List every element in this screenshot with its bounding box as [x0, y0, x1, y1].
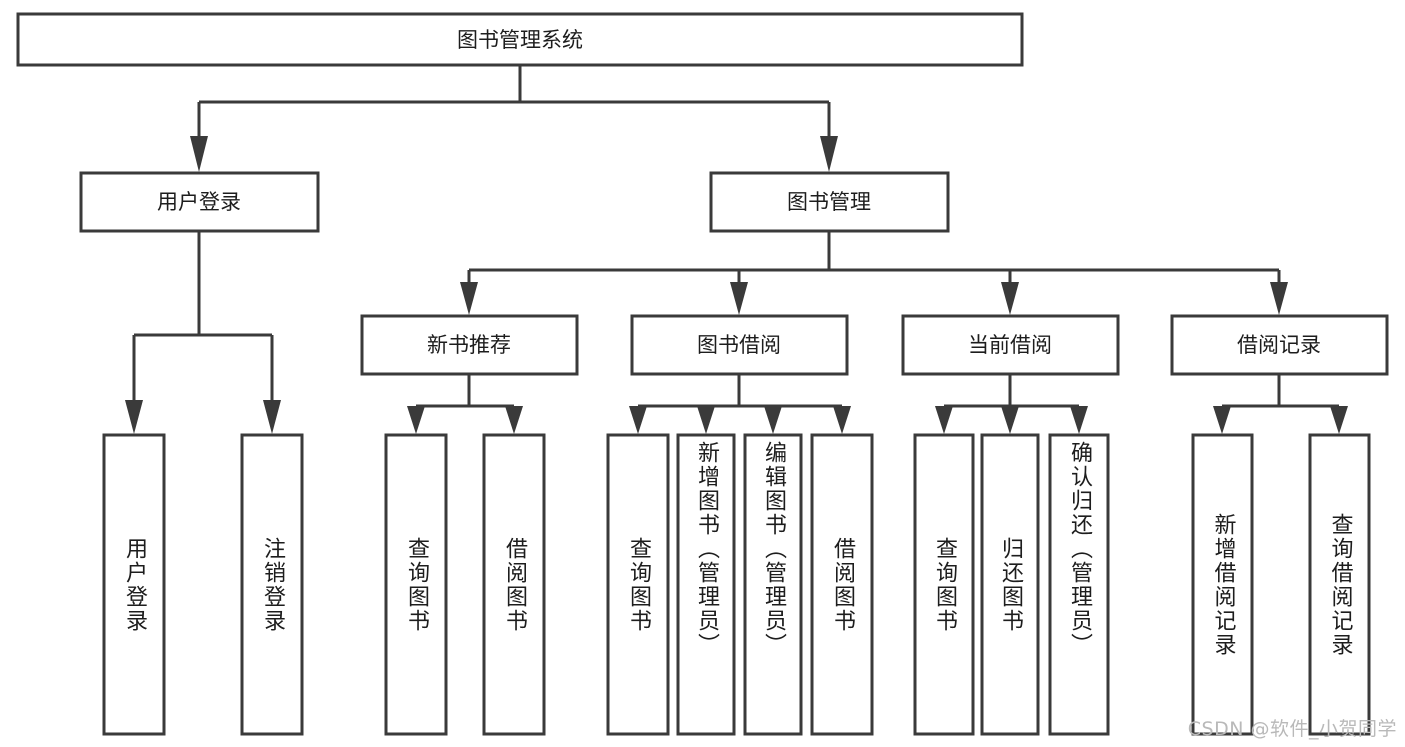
node-new-book-recommend-label: 新书推荐 — [427, 333, 511, 357]
arrow-head-leaf-nbr-2 — [505, 406, 523, 434]
leaf-box-bb-3[interactable] — [743, 433, 803, 736]
arrow-head-leaf-br-2 — [1330, 406, 1348, 434]
leaf-box-br-2[interactable] — [1308, 433, 1371, 736]
connector-group-root — [190, 65, 838, 172]
arrow-head-book-borrow — [730, 282, 748, 315]
connector-group-user-login — [125, 231, 281, 434]
arrow-head-leaf-bb-1 — [629, 406, 647, 434]
leaf-box-user-login-2[interactable] — [240, 433, 304, 736]
node-borrow-record-box[interactable] — [1170, 314, 1389, 376]
arrow-head-user-login — [190, 136, 208, 172]
leaf-box-br-1[interactable] — [1191, 433, 1254, 736]
node-current-borrow-label: 当前借阅 — [968, 333, 1052, 357]
node-user-login[interactable]: 用户登录 — [79, 171, 320, 233]
node-book-borrow[interactable]: 图书借阅 — [630, 314, 849, 376]
arrow-head-leaf-br-1 — [1213, 406, 1231, 434]
node-book-manage-box[interactable] — [709, 171, 950, 233]
arrow-head-book-manage — [820, 136, 838, 172]
connector-group-book-manage — [460, 231, 1288, 315]
node-user-login-box[interactable] — [79, 171, 320, 233]
node-user-login-label: 用户登录 — [157, 190, 241, 214]
leaf-box-cb-1[interactable] — [913, 433, 975, 736]
leaf-box-bb-2[interactable] — [676, 433, 736, 736]
arrow-head-new-book-recommend — [460, 282, 478, 315]
node-current-borrow[interactable]: 当前借阅 — [901, 314, 1120, 376]
leaf-box-user-login-1[interactable] — [102, 433, 166, 736]
leaf-box-bb-1[interactable] — [606, 433, 670, 736]
node-root-box[interactable] — [16, 12, 1024, 67]
leaf-box-nbr-2[interactable] — [482, 433, 546, 736]
arrow-head-leaf-bb-3 — [764, 406, 782, 434]
connector-group-borrow-record — [1213, 374, 1348, 434]
connector-group-book-borrow — [629, 374, 851, 434]
node-current-borrow-box[interactable] — [901, 314, 1120, 376]
leaf-box-group — [102, 433, 1371, 736]
leaf-box-cb-2[interactable] — [980, 433, 1040, 736]
connector-group-current-borrow — [935, 374, 1088, 434]
leaf-box-nbr-1[interactable] — [384, 433, 448, 736]
connector-group-new-book-recommend — [407, 374, 523, 434]
arrow-head-leaf-user-login-2 — [263, 400, 281, 434]
arrow-head-leaf-cb-3 — [1070, 406, 1088, 434]
node-book-borrow-label: 图书借阅 — [697, 333, 781, 357]
node-new-book-recommend-box[interactable] — [360, 314, 579, 376]
node-book-borrow-box[interactable] — [630, 314, 849, 376]
leaf-box-bb-4[interactable] — [810, 433, 874, 736]
arrow-head-current-borrow — [1001, 282, 1019, 315]
arrow-head-leaf-nbr-1 — [407, 406, 425, 434]
node-borrow-record[interactable]: 借阅记录 — [1170, 314, 1389, 376]
watermark-text: CSDN @软件_小贺同学 — [1187, 718, 1397, 740]
node-borrow-record-label: 借阅记录 — [1237, 333, 1321, 357]
node-book-manage-label: 图书管理 — [787, 190, 871, 214]
arrow-head-leaf-cb-2 — [1001, 406, 1019, 434]
arrow-head-leaf-bb-4 — [833, 406, 851, 434]
node-new-book-recommend[interactable]: 新书推荐 — [360, 314, 579, 376]
arrow-head-leaf-cb-1 — [935, 406, 953, 434]
node-book-manage[interactable]: 图书管理 — [709, 171, 950, 233]
node-root-label: 图书管理系统 — [457, 28, 583, 52]
node-root[interactable]: 图书管理系统 — [16, 12, 1024, 67]
arrow-head-leaf-user-login-1 — [125, 400, 143, 434]
arrow-head-leaf-bb-2 — [697, 406, 715, 434]
leaf-box-cb-3[interactable] — [1048, 433, 1110, 736]
arrow-head-borrow-record — [1270, 282, 1288, 315]
